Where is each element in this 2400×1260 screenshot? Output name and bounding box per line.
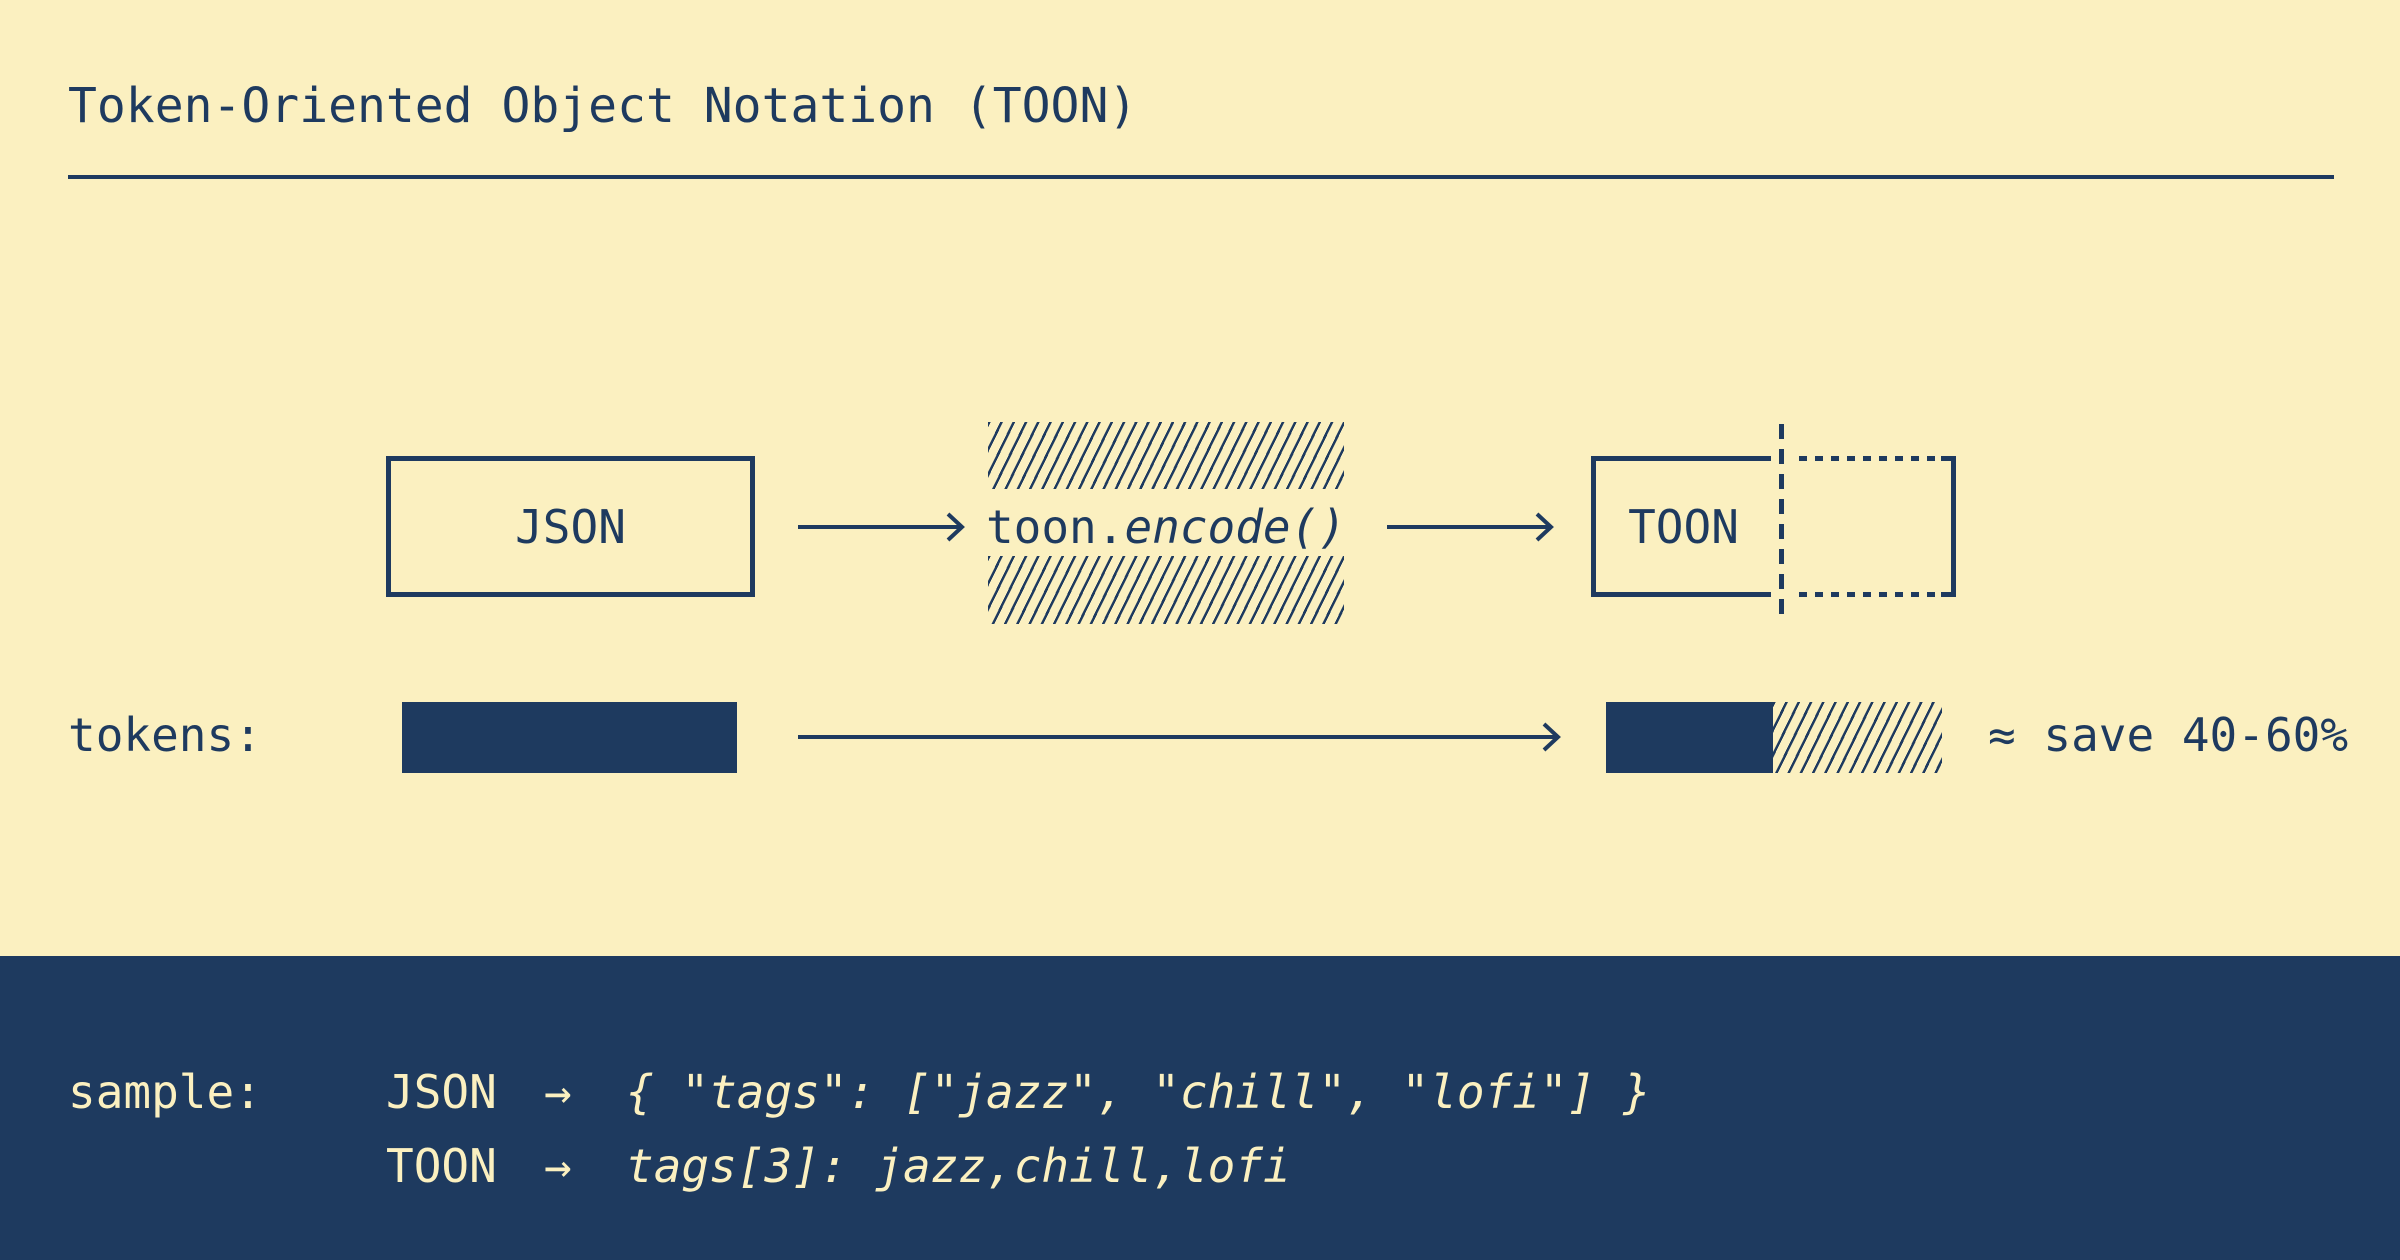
json-box-label: JSON	[515, 499, 626, 554]
tokens-arrow-right-icon	[798, 722, 1561, 752]
arrow-right-icon	[1387, 512, 1554, 542]
sample-panel: sample: JSON → { "tags": ["jazz", "chill…	[0, 956, 2400, 1260]
sample-row-name: TOON	[386, 1139, 497, 1193]
page-title: Token-Oriented Object Notation (TOON)	[68, 78, 1138, 134]
json-tokens-bar	[402, 702, 737, 773]
encode-hatch-bottom	[988, 556, 1344, 624]
saved-tokens-hatch	[1773, 702, 1942, 773]
sample-row-code: { "tags": ["jazz", "chill", "lofi"] }	[626, 1065, 1651, 1119]
dotted-edge-bottom	[1799, 592, 1941, 597]
toon-box: TOON	[1591, 456, 1771, 597]
sample-label: sample:	[68, 1065, 262, 1119]
savings-label: ≈ save 40-60%	[1988, 708, 2349, 762]
encode-call: encode()	[1124, 500, 1347, 554]
sample-row-code: tags[3]: jazz,chill,lofi	[626, 1139, 1291, 1193]
sample-row-name: JSON	[386, 1065, 497, 1119]
encode-label: toon.encode()	[966, 501, 1366, 553]
dotted-edge-top	[1799, 456, 1941, 461]
encode-prefix: toon.	[985, 500, 1125, 554]
arrow-right-icon	[798, 512, 965, 542]
dotted-box-right-edge	[1941, 456, 1956, 597]
json-box: JSON	[386, 456, 755, 597]
arrow-right-icon: →	[544, 1065, 572, 1119]
toon-box-label: TOON	[1628, 499, 1739, 554]
arrow-right-icon: →	[544, 1139, 572, 1193]
title-underline	[68, 175, 2334, 179]
encode-hatch-top	[988, 422, 1344, 489]
tokens-label: tokens:	[68, 708, 262, 762]
cut-dashed-line	[1779, 424, 1784, 621]
toon-tokens-bar	[1606, 702, 1773, 773]
